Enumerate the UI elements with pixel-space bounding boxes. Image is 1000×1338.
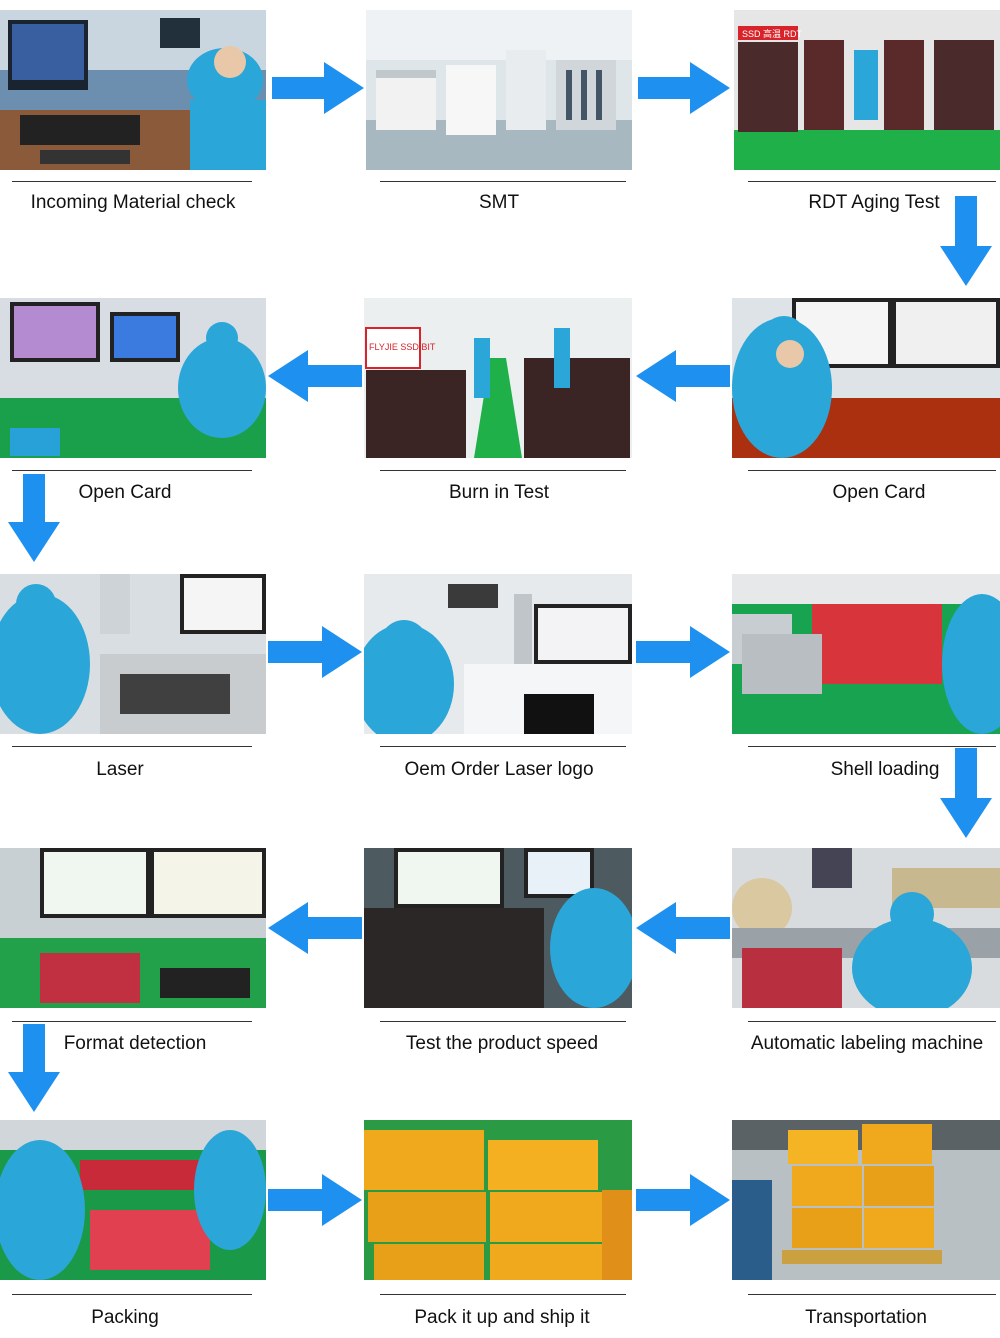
step-label-burn-in-test: Burn in Test <box>366 481 632 505</box>
arrow-right-icon <box>272 62 364 114</box>
caption-rule <box>380 746 626 747</box>
photo-automatic-labeling-machine <box>732 848 1000 1008</box>
step-label-open-card: Open Card <box>744 481 1000 505</box>
step-label-oem-order-laser-logo: Oem Order Laser logo <box>366 758 632 782</box>
photo-incoming-material-check <box>0 10 266 170</box>
caption-rule <box>380 1021 626 1022</box>
photo-oem-order-laser-logo <box>364 574 632 734</box>
arrow-left-icon <box>636 902 730 954</box>
photo-burn-in-test: FLYJIE SSD.BIT <box>364 298 632 458</box>
photo-transportation <box>732 1120 1000 1280</box>
caption-rule <box>12 746 252 747</box>
arrow-right-icon <box>636 1174 730 1226</box>
step-label-packing: Packing <box>0 1306 250 1330</box>
photo-smt <box>366 10 632 170</box>
caption-rule <box>12 181 252 182</box>
arrow-down-icon <box>940 196 992 286</box>
caption-rule <box>12 470 252 471</box>
step-label-incoming-material-check: Incoming Material check <box>0 191 266 215</box>
caption-rule <box>748 1294 996 1295</box>
arrow-left-icon <box>636 350 730 402</box>
caption-rule <box>748 181 996 182</box>
arrow-right-icon <box>636 626 730 678</box>
step-label-laser: Laser <box>0 758 240 782</box>
photo-test-product-speed <box>364 848 632 1008</box>
arrow-right-icon <box>638 62 730 114</box>
arrow-left-icon <box>268 902 362 954</box>
arrow-right-icon <box>268 1174 362 1226</box>
photo-open-card-2 <box>0 298 266 458</box>
photo-packing <box>0 1120 266 1280</box>
photo-laser <box>0 574 266 734</box>
photo-format-detection <box>0 848 266 1008</box>
step-label-open-card: Open Card <box>40 481 210 505</box>
caption-rule <box>380 1294 626 1295</box>
arrow-down-icon <box>8 474 60 562</box>
caption-rule <box>380 470 626 471</box>
arrow-right-icon <box>268 626 362 678</box>
arrow-left-icon <box>268 350 362 402</box>
step-label-automatic-labeling-machine: Automatic labeling machine <box>734 1032 1000 1056</box>
step-label-test-product-speed: Test the product speed <box>366 1032 638 1056</box>
photo-pack-and-ship <box>364 1120 632 1280</box>
caption-rule <box>12 1021 252 1022</box>
photo-open-card-1 <box>732 298 1000 458</box>
caption-rule <box>748 746 996 747</box>
arrow-down-icon <box>940 748 992 838</box>
step-label-transportation: Transportation <box>732 1306 1000 1330</box>
arrow-down-icon <box>8 1024 60 1112</box>
step-label-smt: SMT <box>366 191 632 215</box>
caption-rule <box>380 181 626 182</box>
sign-text: FLYJIE SSD.BIT <box>369 342 436 352</box>
step-label-pack-and-ship: Pack it up and ship it <box>366 1306 638 1330</box>
photo-rdt-aging-test: SSD 高温 RDT <box>734 10 1000 170</box>
caption-rule <box>12 1294 252 1295</box>
sign-text: SSD 高温 RDT <box>742 28 803 39</box>
photo-shell-loading <box>732 574 1000 734</box>
caption-rule <box>748 470 996 471</box>
caption-rule <box>748 1021 996 1022</box>
step-label-format-detection: Format detection <box>40 1032 230 1056</box>
